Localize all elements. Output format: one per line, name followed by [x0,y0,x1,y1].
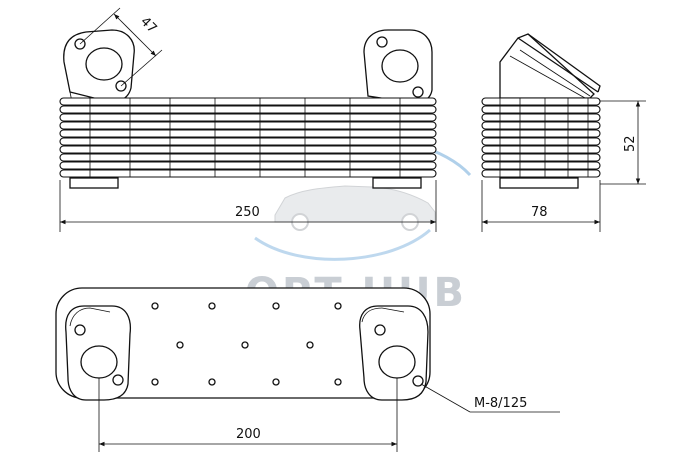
top-view: M-8/125 200 [55,287,560,452]
side-view: 52 78 [481,33,646,232]
top-right-flange [359,305,429,401]
front-right-flange [363,29,433,104]
length-dimension: 250 [59,180,437,232]
dimension-height-label: 52 [623,135,638,152]
height-dimension: 52 [600,100,646,185]
dimension-length-label: 250 [235,205,260,220]
dimension-depth-label: 78 [531,205,548,220]
car-silhouette-icon [274,185,436,231]
front-left-flange [63,29,135,103]
front-fin-stack [59,97,437,178]
side-fin-stack [481,97,601,178]
top-left-flange [65,305,132,401]
side-flange [499,33,601,99]
dimension-bolt-spacing-label: 200 [236,427,261,442]
thread-label: M-8/125 [474,396,527,411]
watermark-swoosh-lower [254,228,431,261]
depth-dimension: 78 [481,180,601,232]
bolt-spacing-dimension: 200 [98,378,398,452]
dimension-flange-label: 47 [137,14,159,36]
thread-callout: M-8/125 [420,383,560,413]
front-view: 47 250 [59,7,437,232]
rivet-pattern [151,302,342,386]
